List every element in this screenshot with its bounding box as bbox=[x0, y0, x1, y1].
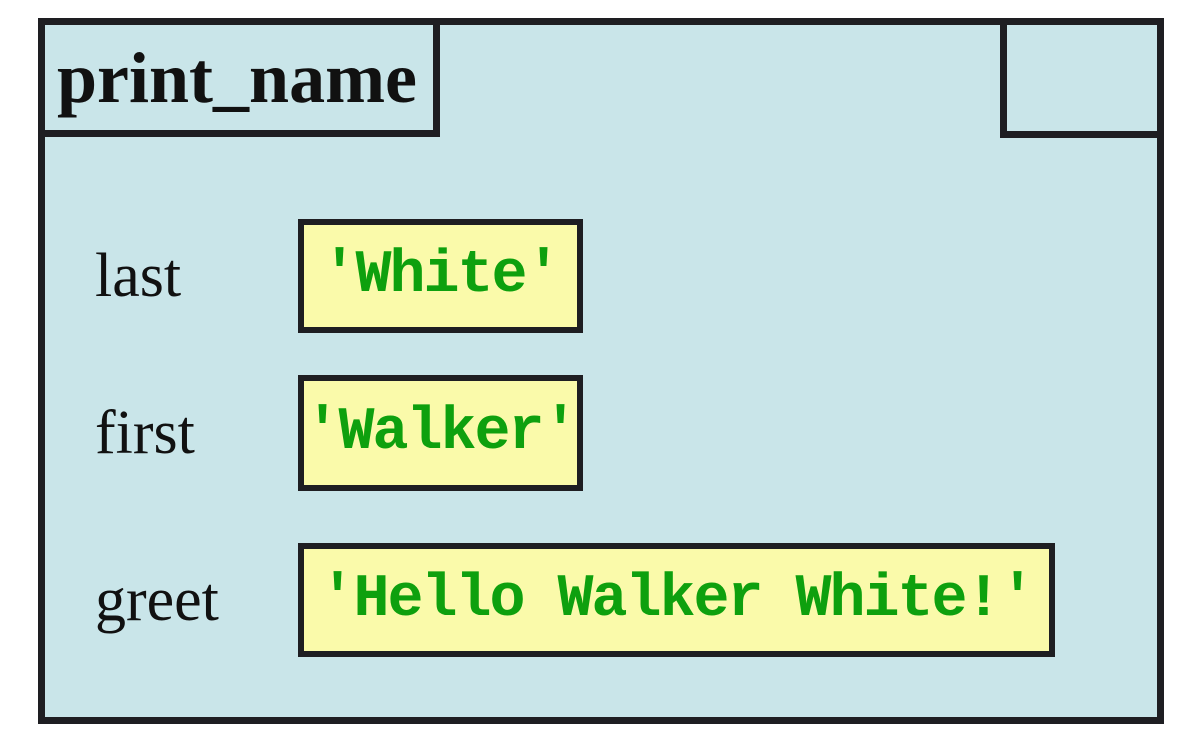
function-name-tab: print_name bbox=[45, 25, 440, 137]
variable-value-box-first: 'Walker' bbox=[298, 375, 583, 491]
variable-name-first: first bbox=[95, 399, 195, 467]
variable-name-greet: greet bbox=[95, 566, 219, 634]
instruction-counter-box bbox=[1000, 25, 1157, 138]
variable-value-greet: 'Hello Walker White!' bbox=[319, 566, 1035, 634]
variable-value-box-last: 'White' bbox=[298, 219, 583, 333]
variable-name-last: last bbox=[95, 242, 182, 310]
variable-value-box-greet: 'Hello Walker White!' bbox=[298, 543, 1055, 657]
function-name: print_name bbox=[57, 37, 417, 118]
call-frame: print_name last 'White' first 'Walker' g… bbox=[38, 18, 1164, 724]
variable-value-first: 'Walker' bbox=[304, 399, 578, 467]
variable-value-last: 'White' bbox=[321, 242, 561, 310]
